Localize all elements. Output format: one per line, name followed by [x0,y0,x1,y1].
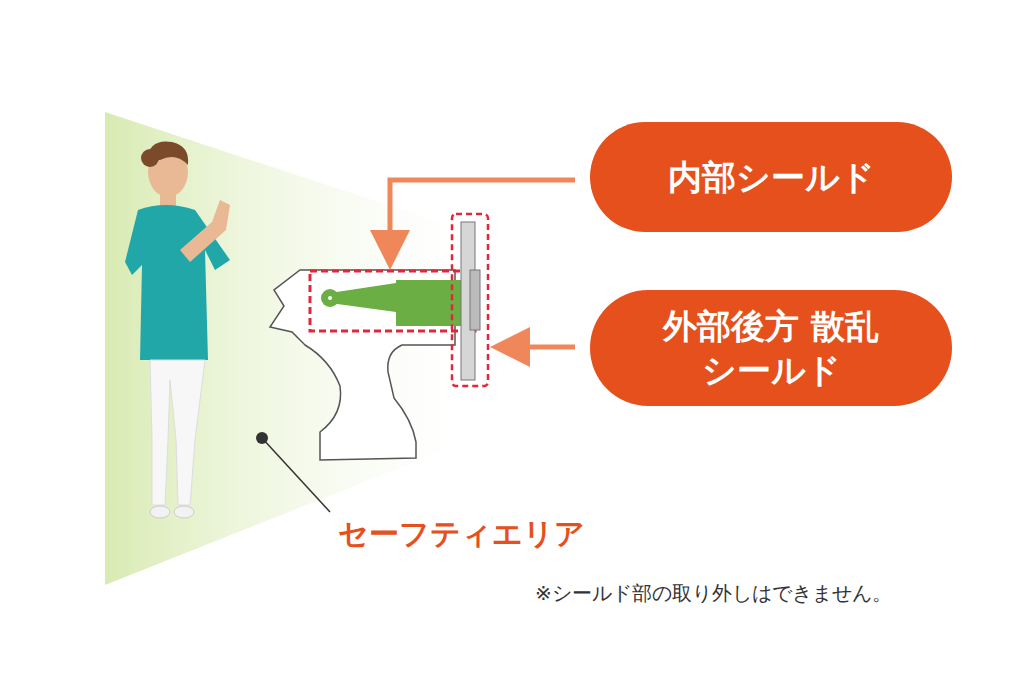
area-label: セーフティエリア [338,514,585,555]
label-pill: 外部後方 散乱シールド [590,290,952,406]
note-text: ※シールド部の取り外しはできません。 [535,580,892,607]
pill-text: 外部後方 散乱シールド [651,304,891,392]
label-pill: 内部シールド [590,122,952,232]
pill-text: 内部シールド [668,155,875,199]
